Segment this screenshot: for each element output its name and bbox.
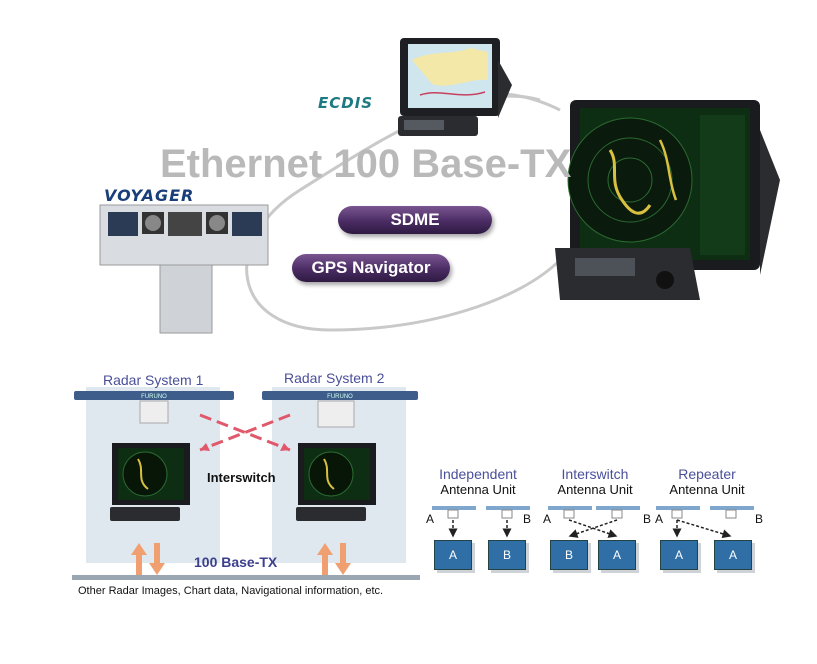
interswitch-arrow-1 xyxy=(199,413,291,452)
mode-title: Repeater xyxy=(678,466,736,482)
gps-navigator-pill: GPS Navigator xyxy=(292,254,450,282)
radar-systems-illustration: FURUNO FURUNO xyxy=(72,387,420,580)
sdme-pill: SDME xyxy=(338,206,492,234)
display-box: A xyxy=(660,540,698,570)
ecdis-workstation xyxy=(398,38,512,136)
display-box: B xyxy=(488,540,526,570)
headline: Ethernet 100 Base-TX xyxy=(160,142,572,186)
mode-repeater: Repeater Antenna Unit xyxy=(652,466,762,497)
network-label: 100 Base-TX xyxy=(194,554,278,570)
interswitch-arrow-2 xyxy=(199,413,291,452)
display-box: A xyxy=(714,540,752,570)
bottom-caption: Other Radar Images, Chart data, Navigati… xyxy=(78,585,384,597)
mode-subtitle: Antenna Unit xyxy=(440,482,516,497)
antenna-2 xyxy=(262,391,418,400)
display-box: A xyxy=(598,540,636,570)
display-box: A xyxy=(434,540,472,570)
antenna-b-letter: B xyxy=(755,512,764,526)
antenna-a-letter: A xyxy=(655,512,664,526)
mode-subtitle: Antenna Unit xyxy=(557,482,633,497)
mode-independent: Independent Antenna Unit xyxy=(420,466,536,497)
mode-interswitch: Interswitch Antenna Unit xyxy=(540,466,650,497)
ecdis-logo: ECDIS xyxy=(318,94,374,112)
mode-title: Independent xyxy=(439,466,517,482)
antenna-brand-1: FURUNO xyxy=(141,394,167,400)
radar-workstation xyxy=(555,100,780,300)
mode-diagrams xyxy=(432,506,754,539)
radar-system-2-label: Radar System 2 xyxy=(284,370,385,386)
display-box: B xyxy=(550,540,588,570)
radar-system-1-label: Radar System 1 xyxy=(103,372,204,388)
antenna-b-letter: B xyxy=(523,512,532,526)
network-illustration xyxy=(99,38,780,334)
mode-subtitle: Antenna Unit xyxy=(669,482,745,497)
antenna-1 xyxy=(74,391,234,400)
mode-title: Interswitch xyxy=(561,466,629,482)
voyager-logo: VOYAGER xyxy=(104,186,195,205)
antenna-a-letter: A xyxy=(426,512,435,526)
antenna-a-letter: A xyxy=(543,512,552,526)
antenna-brand-2: FURUNO xyxy=(327,394,353,400)
antenna-b-letter: B xyxy=(643,512,652,526)
voyager-console xyxy=(99,204,269,334)
interswitch-label: Interswitch xyxy=(207,470,276,485)
network-bar xyxy=(72,575,420,580)
